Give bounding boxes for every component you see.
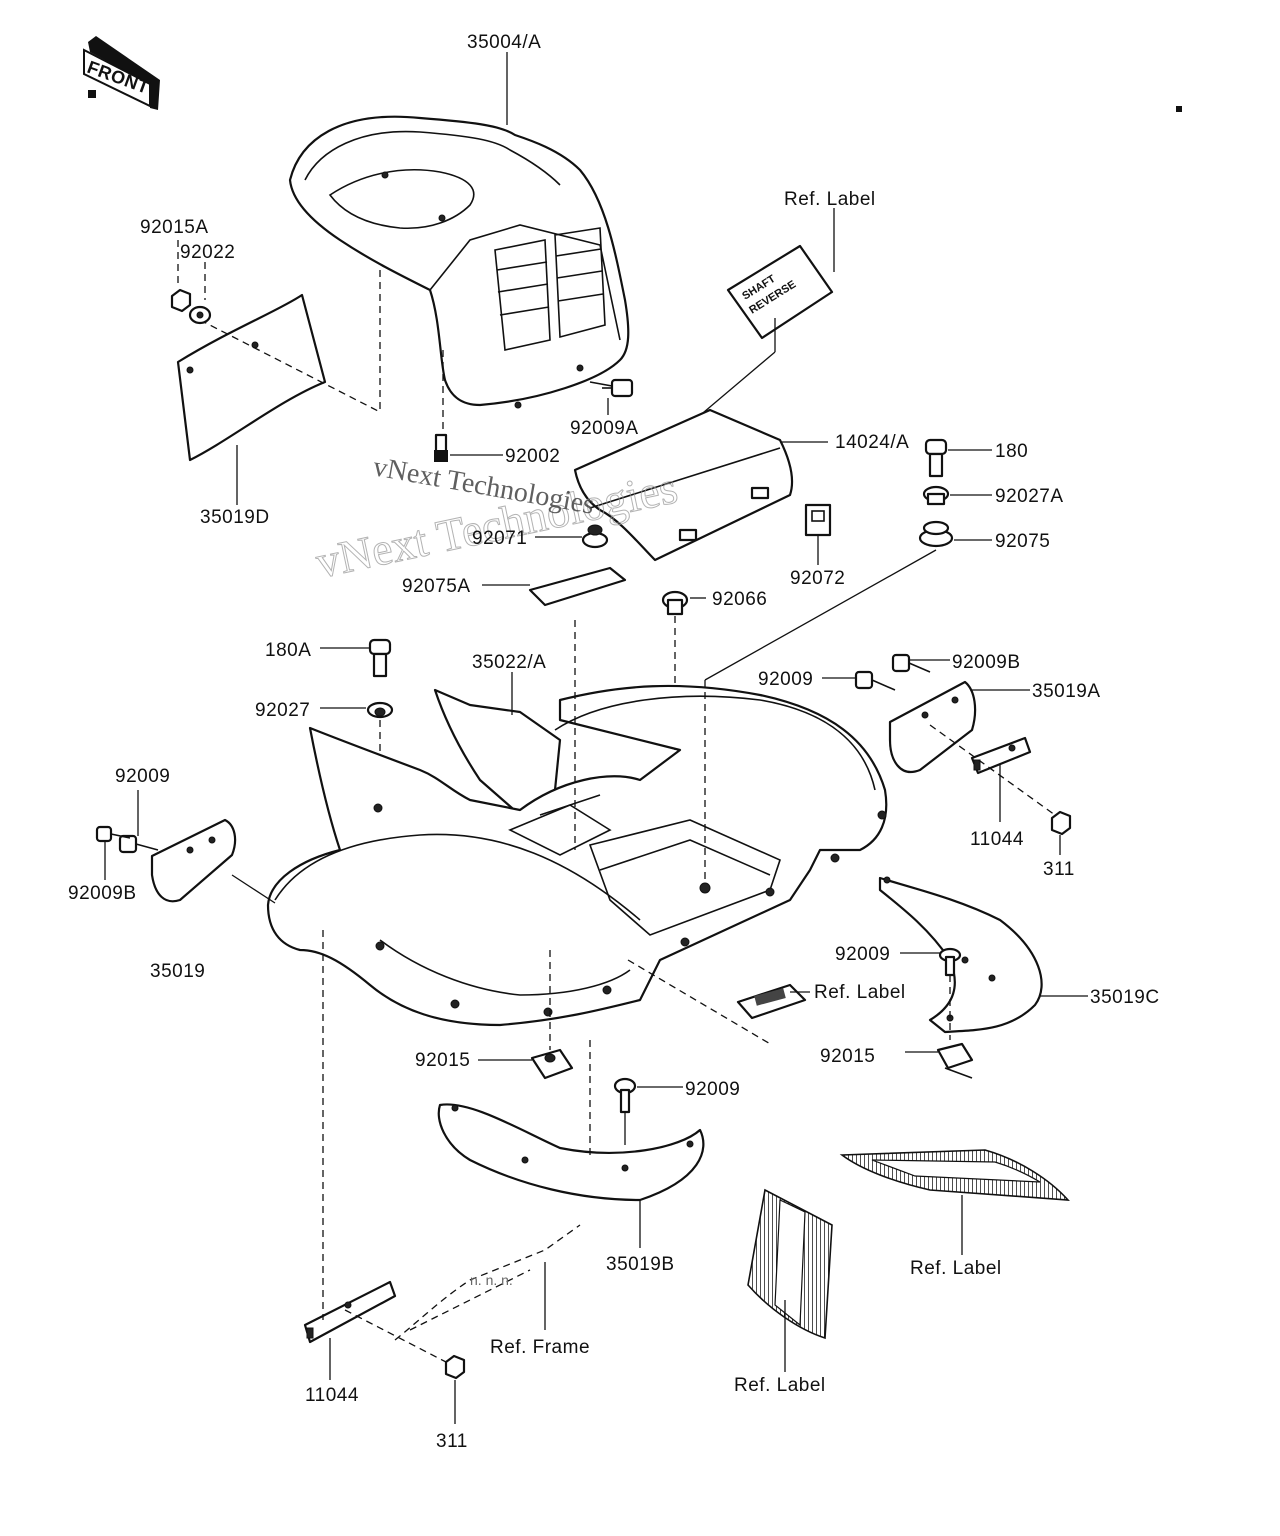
front-arrow-icon: FRONT <box>83 36 160 110</box>
callout-92002: 92002 <box>505 446 560 467</box>
callout-92072: 92072 <box>790 568 845 589</box>
callout-ref-label-bottom-right: Ref. Label <box>910 1258 1002 1279</box>
callout-92071: 92071 <box>472 528 527 549</box>
callout-ref-label-mid: Ref. Label <box>814 982 906 1003</box>
mudguard-35019b <box>437 1103 705 1202</box>
callout-ref-frame: Ref. Frame <box>490 1337 590 1358</box>
bolt-92009b-right <box>891 653 931 673</box>
callout-ref-label-bottom: Ref. Label <box>734 1375 826 1396</box>
bolt-92009-left <box>118 834 159 854</box>
callout-92009b-left: 92009B <box>68 883 137 904</box>
cover-14024a <box>573 408 794 562</box>
callout-92009-right: 92009 <box>758 669 813 690</box>
corner-dot <box>1176 106 1182 112</box>
nut-311-right <box>1050 810 1072 836</box>
callout-92009b-right: 92009B <box>952 652 1021 673</box>
callout-311-left: 311 <box>436 1431 468 1452</box>
callout-92027: 92027 <box>255 700 310 721</box>
callout-92015-right: 92015 <box>820 1046 875 1067</box>
callout-92009-left: 92009 <box>115 766 170 787</box>
grommet-92075 <box>918 520 954 548</box>
license-plate-35019d <box>176 293 327 462</box>
callout-92022: 92022 <box>180 242 235 263</box>
bracket-11044-right <box>970 736 1032 775</box>
callout-311-right: 311 <box>1043 859 1075 880</box>
callout-11044-left: 11044 <box>305 1385 359 1406</box>
callout-11044-right: 11044 <box>970 829 1024 850</box>
rear-fender-35019 <box>266 684 888 1027</box>
callout-92015-left: 92015 <box>415 1050 470 1071</box>
callout-180a: 180A <box>265 640 311 661</box>
grommet-92071 <box>581 524 609 549</box>
callout-92066: 92066 <box>712 589 767 610</box>
callout-35019b: 35019B <box>606 1254 675 1275</box>
callout-35004a: 35004/A <box>467 32 541 53</box>
callout-14024a: 14024/A <box>835 432 909 453</box>
stripe-label-side <box>747 1188 833 1340</box>
callout-35022a: 35022/A <box>472 652 546 673</box>
callout-35019: 35019 <box>150 961 205 982</box>
callout-92027a: 92027A <box>995 486 1064 507</box>
ref-label-mid-sticker <box>736 983 807 1020</box>
callout-35019d: 35019D <box>200 507 270 528</box>
callout-92009-bottom: 92009 <box>685 1079 740 1100</box>
pad-92075a <box>528 566 627 607</box>
collar-92027a <box>922 485 950 506</box>
callout-92075a: 92075A <box>402 576 471 597</box>
bolt-180 <box>924 438 948 478</box>
ref-frame-outline: n. n. n. <box>394 1224 581 1341</box>
fender-vent-grille <box>494 227 606 351</box>
svg-text:n. n. n.: n. n. n. <box>470 1272 513 1288</box>
bolt-92009a <box>589 378 634 398</box>
clip-nut-92015-right <box>936 1042 974 1079</box>
washer-92022 <box>188 305 212 325</box>
clip-nut-92015-left <box>530 1048 574 1080</box>
callout-ref-label-top: Ref. Label <box>784 189 876 210</box>
callout-180: 180 <box>995 441 1028 462</box>
callout-92009a: 92009A <box>570 418 639 439</box>
bolt-180a <box>368 638 392 678</box>
callout-35019a: 35019A <box>1032 681 1101 702</box>
bolt-92002 <box>434 433 448 462</box>
side-cover-left <box>150 818 237 903</box>
cap-92066 <box>661 590 689 616</box>
callout-92075: 92075 <box>995 531 1050 552</box>
callout-labels: 35004/A Ref. Label 92015A 92022 92009A 1… <box>68 32 1160 1452</box>
nut-92015a <box>170 288 192 313</box>
front-fender-35004a <box>288 115 630 409</box>
callout-35019c: 35019C <box>1090 987 1160 1008</box>
stripe-label-rear <box>839 1149 1070 1201</box>
shaft-reverse-label: SHAFT REVERSE <box>726 244 834 340</box>
screw-92009-bottom <box>613 1077 637 1114</box>
bolt-92009-right <box>854 670 896 691</box>
screw-92009-mid-right <box>938 947 962 977</box>
collar-92027 <box>366 701 394 719</box>
callout-92009-mid-right: 92009 <box>835 944 890 965</box>
clip-92072 <box>804 503 832 537</box>
bolt-92009b-left <box>95 825 131 843</box>
callout-92015a: 92015A <box>140 217 209 238</box>
nut-311-left <box>444 1354 466 1380</box>
